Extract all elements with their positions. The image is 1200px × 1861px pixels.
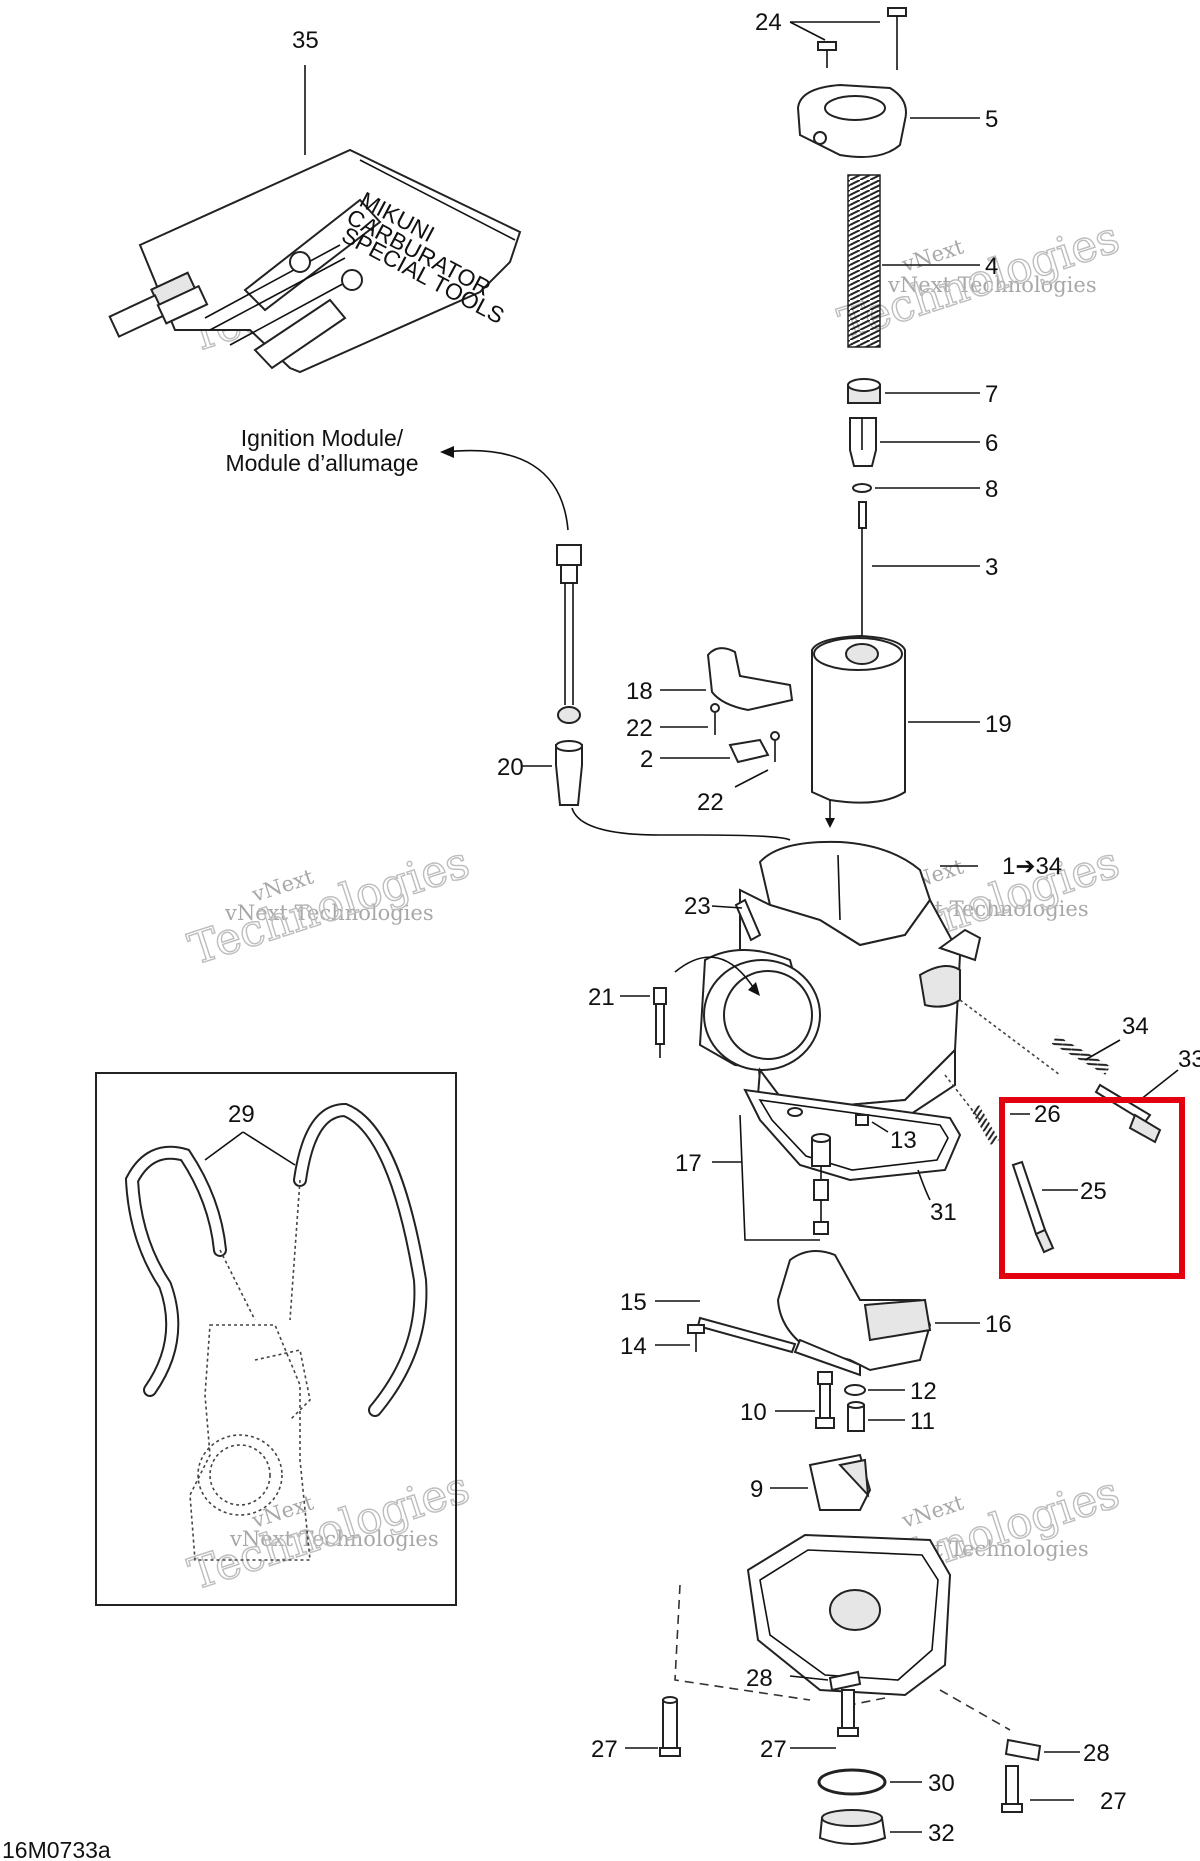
label-15: 15	[620, 1289, 647, 1316]
svg-text:vNext Technologies: vNext Technologies	[887, 273, 1097, 297]
label-26: 26	[1034, 1101, 1061, 1128]
label-8: 8	[985, 476, 998, 503]
label-5: 5	[985, 106, 998, 133]
hose-inset-part-29: 29	[95, 1072, 457, 1606]
collar-part-7: 7	[847, 378, 998, 408]
spring-part-4: 4	[847, 174, 998, 348]
label-22a: 22	[626, 715, 653, 742]
jet-assembly-part-17: 17	[675, 1114, 831, 1241]
screw-part-27a: 27	[591, 1696, 681, 1763]
watermark: vNext vNext Technologies Technologies	[182, 836, 476, 976]
label-1-34: 1➔34	[1002, 853, 1062, 880]
screw-part-21: 21	[588, 956, 760, 1058]
label-28a: 28	[746, 1665, 773, 1692]
screw-part-27c: 27	[1001, 1765, 1127, 1815]
label-34: 34	[1122, 1013, 1149, 1040]
label-18: 18	[626, 678, 653, 705]
label-3: 3	[985, 554, 998, 581]
label-24: 24	[755, 9, 782, 36]
label-21: 21	[588, 984, 615, 1011]
label-33: 33	[1178, 1046, 1200, 1073]
watermark: vNext vNext Technologies Technologies	[182, 1461, 476, 1601]
label-30: 30	[928, 1770, 955, 1797]
cable-guide-part-18: 18 22 2 22	[626, 647, 794, 816]
highlight-box	[999, 1097, 1185, 1279]
label-27b: 27	[760, 1736, 787, 1763]
washer-part-12: 12	[844, 1378, 937, 1405]
bracket-part-28b: 28	[1004, 1738, 1110, 1767]
label-13: 13	[890, 1127, 917, 1154]
label-17: 17	[675, 1150, 702, 1177]
needle-clip-holder-part-6: 6	[849, 417, 998, 467]
label-22b: 22	[697, 789, 724, 816]
baffle-part-9: 9	[750, 1453, 872, 1511]
sensor-part-20: 20	[497, 544, 791, 841]
screw-part-25: 25	[1011, 1160, 1107, 1254]
label-29: 29	[228, 1101, 255, 1128]
label-27a: 27	[591, 1736, 618, 1763]
label-6: 6	[985, 430, 998, 457]
label-9: 9	[750, 1476, 763, 1503]
label-23: 23	[684, 893, 711, 920]
plug-part-13: 13	[855, 1114, 917, 1154]
label-27c: 27	[1100, 1788, 1127, 1815]
plug-part-32: 32	[818, 1809, 955, 1847]
spring-part-34: 34	[959, 999, 1149, 1076]
jet-part-10: 10	[740, 1371, 835, 1429]
tool-kit-part-35: MIKUNI CARBURATOR SPECIAL TOOLS 35	[108, 27, 522, 374]
ignition-module-note: Ignition Module/ Module d’allumage	[225, 425, 569, 531]
oring-part-30: 30	[817, 1768, 955, 1797]
gasket-part-31: 31	[743, 1088, 962, 1226]
diagram-code: 16M0733a	[2, 1837, 111, 1861]
label-19: 19	[985, 711, 1012, 738]
svg-text:vNext Technologies: vNext Technologies	[224, 901, 434, 925]
label-10: 10	[740, 1399, 767, 1426]
screw-part-33: 33	[1094, 1046, 1200, 1144]
screw-part-14: 14	[620, 1324, 705, 1360]
label-11: 11	[910, 1408, 935, 1435]
svg-text:Module d’allumage: Module d’allumage	[225, 450, 418, 476]
label-4: 4	[985, 253, 998, 280]
label-32: 32	[928, 1820, 955, 1847]
label-14: 14	[620, 1333, 647, 1360]
top-cap-part-5: 24 5	[755, 7, 998, 158]
label-31: 31	[930, 1199, 957, 1226]
jet-part-11: 11	[847, 1401, 935, 1435]
label-28b: 28	[1083, 1740, 1110, 1767]
svg-text:Ignition Module/: Ignition Module/	[241, 425, 404, 451]
carburetor-body-part-1: 1➔34	[698, 840, 1062, 1127]
washer-part-8: 8	[852, 476, 998, 503]
throttle-slide-part-19: 19	[811, 634, 1012, 828]
label-25: 25	[1080, 1178, 1107, 1205]
spring-part-26: 26	[944, 1074, 1061, 1145]
label-16: 16	[985, 1311, 1012, 1338]
needle-part-3: 3	[858, 501, 998, 636]
float-part-16: 16	[776, 1250, 1012, 1377]
label-2: 2	[640, 746, 653, 773]
pin-part-15: 15	[620, 1289, 797, 1354]
fitting-part-23: 23	[684, 893, 762, 942]
float-bowl	[746, 1533, 952, 1697]
svg-text:vNext Technologies: vNext Technologies	[229, 1527, 439, 1551]
label-35: 35	[292, 27, 319, 54]
label-12: 12	[910, 1378, 937, 1405]
label-7: 7	[985, 381, 998, 408]
bracket-part-28a: 28	[746, 1665, 862, 1692]
screw-part-27b: 27	[760, 1689, 859, 1763]
label-20: 20	[497, 754, 524, 781]
